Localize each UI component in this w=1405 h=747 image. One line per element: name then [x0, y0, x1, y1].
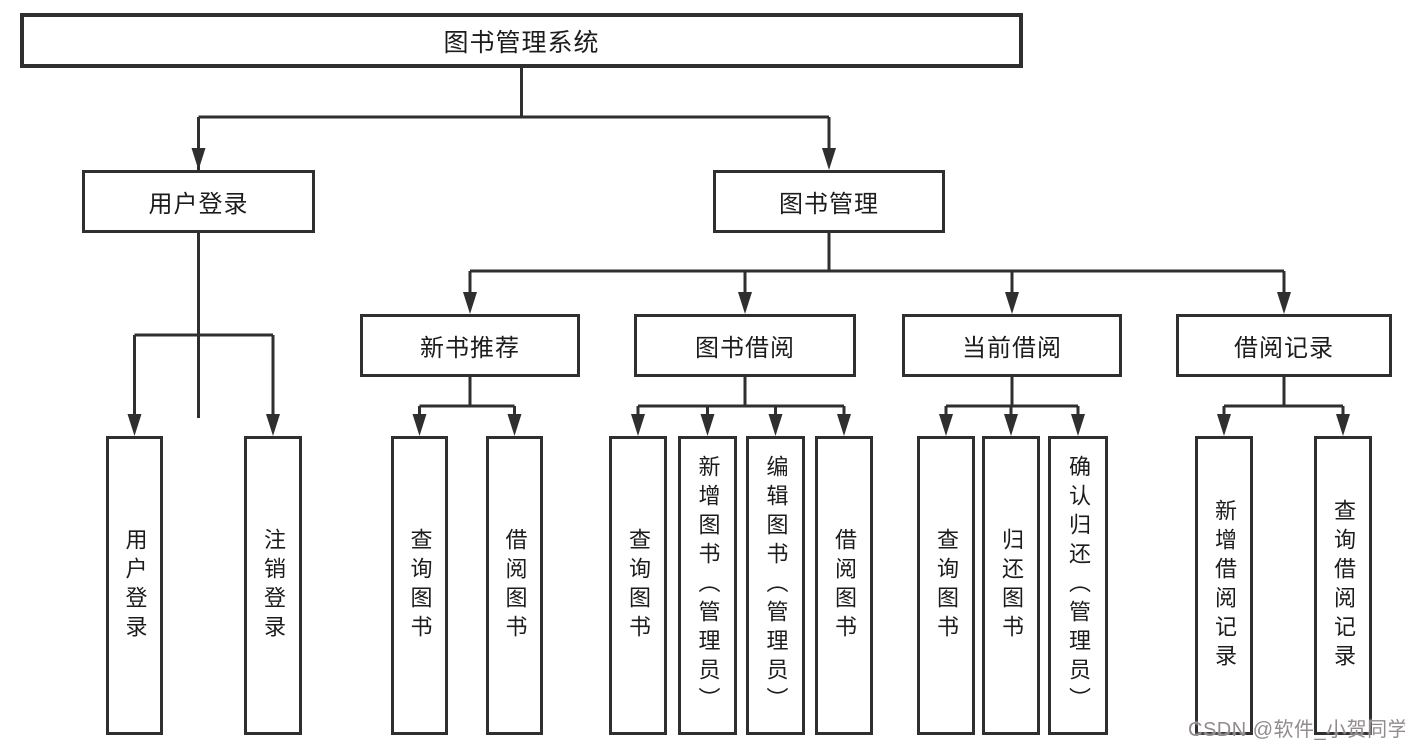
node-current-borrow: 当前借阅 [902, 314, 1122, 377]
node-leaf-query-book-3: 查询图书 [917, 436, 975, 735]
node-user-login: 用户登录 [82, 170, 315, 233]
node-leaf-logout: 注销登录 [244, 436, 302, 735]
node-leaf-borrow-book-1: 借阅图书 [486, 436, 543, 735]
edge-book-borrow-children [631, 377, 851, 436]
node-leaf-borrow-book-2: 借阅图书 [815, 436, 873, 735]
node-leaf-query-book-1: 查询图书 [391, 436, 448, 735]
node-leaf-return-book: 归还图书 [982, 436, 1040, 735]
node-library-system: 图书管理系统 [20, 13, 1023, 68]
edge-book-mgmt-to-level3 [463, 233, 1291, 314]
node-leaf-add-book-admin: 新增图书（管理员） [678, 436, 737, 735]
edge-user-login-children [127, 233, 280, 436]
node-leaf-user-login: 用户登录 [106, 436, 163, 735]
csdn-watermark: CSDN @软件_小贺同学 [1188, 719, 1405, 741]
node-borrow-records: 借阅记录 [1176, 314, 1392, 377]
edge-root-to-level2 [191, 68, 836, 418]
node-leaf-add-borrow-record: 新增借阅记录 [1195, 436, 1253, 735]
node-book-management: 图书管理 [713, 170, 945, 233]
node-leaf-edit-book-admin: 编辑图书（管理员） [746, 436, 805, 735]
node-new-book-recommend: 新书推荐 [360, 314, 580, 377]
node-leaf-query-borrow-record: 查询借阅记录 [1314, 436, 1372, 735]
edge-current-borrow-children [939, 377, 1085, 436]
edge-borrow-records-children [1217, 377, 1350, 436]
node-leaf-confirm-return-admin: 确认归还（管理员） [1048, 436, 1108, 735]
node-book-borrow: 图书借阅 [634, 314, 856, 377]
node-leaf-query-book-2: 查询图书 [609, 436, 667, 735]
edge-new-book-children [412, 377, 522, 436]
